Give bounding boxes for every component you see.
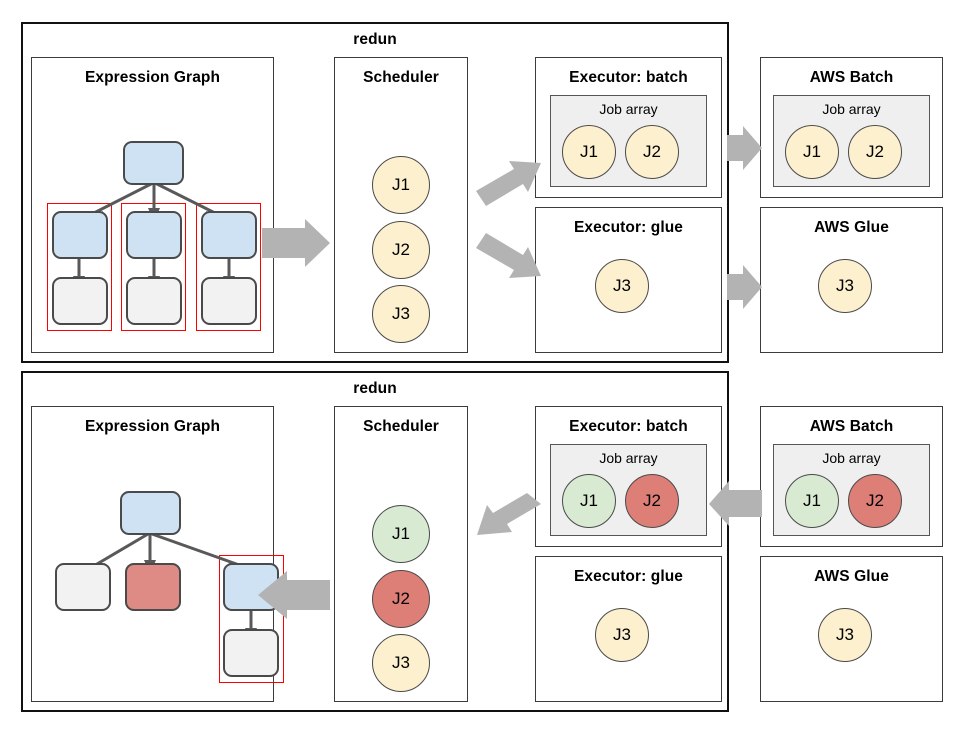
job-label: J2 (866, 491, 884, 510)
executor-batch-job-j2-bottom[interactable]: J2 (625, 474, 679, 528)
panel-title-redun-bottom: redun (353, 380, 397, 397)
section-title-aws-batch-top: AWS Batch (809, 69, 894, 86)
job-label: J1 (580, 491, 598, 510)
aws-batch-job-j1-top[interactable]: J1 (785, 125, 839, 179)
arrow-executor-batch-to-aws-batch-top (727, 126, 762, 170)
job-label: J3 (836, 625, 854, 644)
job-label: J1 (580, 142, 598, 161)
aws-batch-job-j2-bottom[interactable]: J2 (848, 474, 902, 528)
expr-node-child-1-bottom[interactable] (55, 563, 111, 611)
expr-node-leaf-3-top[interactable] (201, 277, 257, 325)
executor-batch-job-j1-top[interactable]: J1 (562, 125, 616, 179)
highlight-box-1-top (47, 203, 112, 331)
section-title-executor-batch-bottom: Executor: batch (569, 418, 688, 435)
job-label: J3 (392, 653, 410, 672)
section-title-scheduler-top: Scheduler (363, 69, 439, 86)
job-label: J2 (643, 142, 661, 161)
executor-glue-job-j3-top[interactable]: J3 (595, 259, 649, 313)
section-title-executor-glue-top: Executor: glue (573, 219, 684, 236)
section-title-expression-graph-top: Expression Graph (84, 69, 221, 86)
expr-node-child-2-top[interactable] (126, 211, 182, 259)
section-title-aws-glue-top: AWS Glue (814, 219, 889, 236)
expr-node-child-2-bottom[interactable] (125, 563, 181, 611)
job-array-label: Job array (599, 450, 658, 466)
job-label: J3 (613, 625, 631, 644)
job-label: J1 (392, 175, 410, 194)
section-title-aws-glue-bottom: AWS Glue (814, 568, 889, 585)
highlight-box-3-top (196, 203, 261, 331)
scheduler-job-j3-top[interactable]: J3 (372, 285, 430, 343)
arrow-executor-glue-to-aws-glue-top (727, 265, 762, 309)
job-label: J2 (866, 142, 884, 161)
job-label: J2 (392, 240, 410, 259)
job-array-label: Job array (599, 101, 658, 117)
job-label: J1 (803, 491, 821, 510)
scheduler-job-j2-bottom[interactable]: J2 (372, 570, 430, 628)
job-label: J3 (613, 276, 631, 295)
section-title-executor-batch-top: Executor: batch (569, 69, 688, 86)
executor-glue-job-j3-bottom[interactable]: J3 (595, 608, 649, 662)
executor-batch-job-j2-top[interactable]: J2 (625, 125, 679, 179)
panel-title-redun-top: redun (353, 31, 397, 48)
job-label: J3 (836, 276, 854, 295)
job-label: J2 (392, 589, 410, 608)
section-title-scheduler-bottom: Scheduler (363, 418, 439, 435)
expr-node-child-3-top[interactable] (201, 211, 257, 259)
section-title-expression-graph-bottom: Expression Graph (84, 418, 221, 435)
job-label: J1 (392, 524, 410, 543)
expr-node-root-top[interactable] (123, 141, 184, 185)
job-label: J1 (803, 142, 821, 161)
expr-node-root-bottom[interactable] (120, 491, 181, 535)
job-label: J3 (392, 304, 410, 323)
expr-node-child-1-top[interactable] (52, 211, 108, 259)
executor-batch-job-j1-bottom[interactable]: J1 (562, 474, 616, 528)
expr-node-leaf-2-top[interactable] (126, 277, 182, 325)
scheduler-job-j2-top[interactable]: J2 (372, 221, 430, 279)
aws-batch-job-j2-top[interactable]: J2 (848, 125, 902, 179)
job-label: J2 (643, 491, 661, 510)
aws-glue-job-j3-bottom[interactable]: J3 (818, 608, 872, 662)
aws-batch-job-j1-bottom[interactable]: J1 (785, 474, 839, 528)
section-title-aws-batch-bottom: AWS Batch (809, 418, 894, 435)
aws-glue-job-j3-top[interactable]: J3 (818, 259, 872, 313)
section-title-executor-glue-bottom: Executor: glue (573, 568, 684, 585)
highlight-box-1-bottom (219, 555, 284, 683)
scheduler-job-j3-bottom[interactable]: J3 (372, 634, 430, 692)
scheduler-job-j1-bottom[interactable]: J1 (372, 505, 430, 563)
expr-node-child-3-bottom[interactable] (223, 563, 279, 611)
job-array-label: Job array (822, 101, 881, 117)
expr-node-leaf-1-top[interactable] (52, 277, 108, 325)
scheduler-job-j1-top[interactable]: J1 (372, 156, 430, 214)
expr-node-leaf-3-bottom[interactable] (223, 629, 279, 677)
job-array-label: Job array (822, 450, 881, 466)
